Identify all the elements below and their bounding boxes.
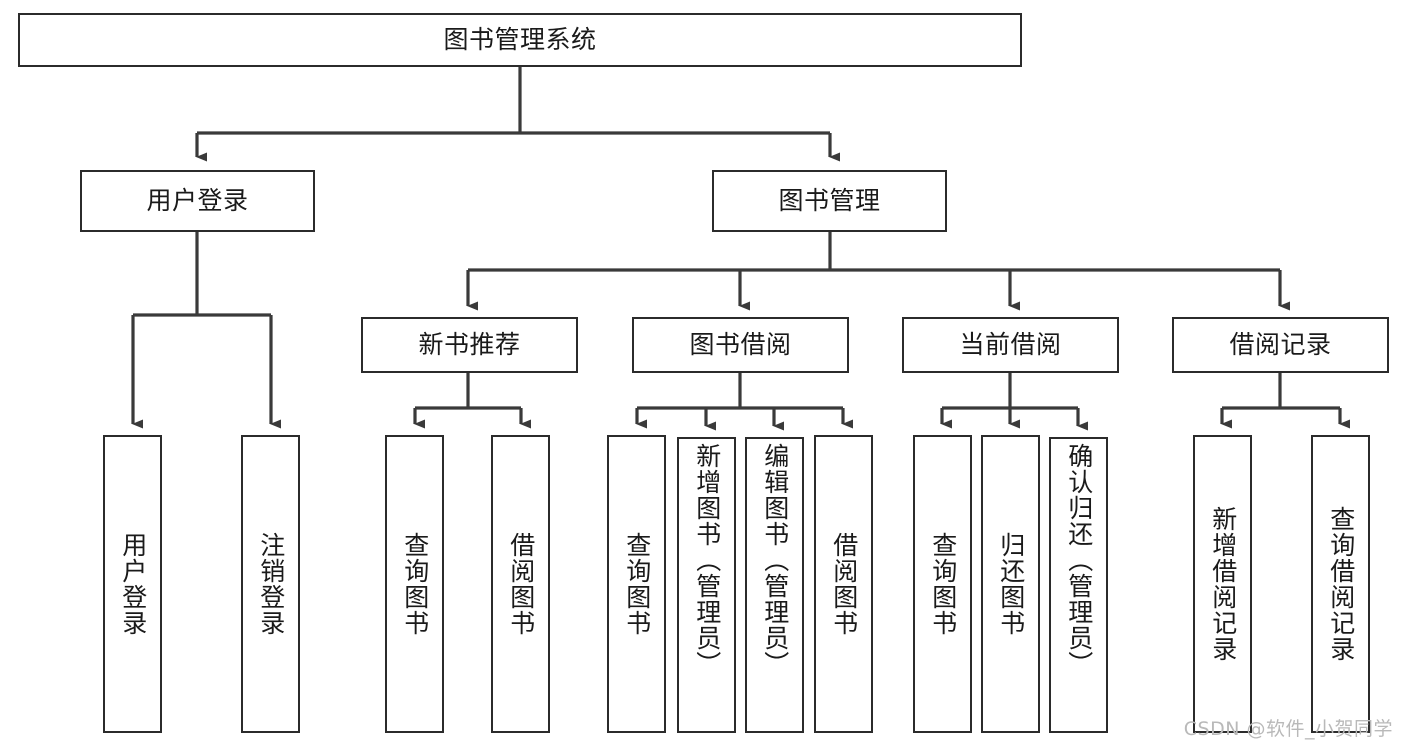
leaf-new-book-borrow-book[interactable]: 借阅图书 [491,435,550,733]
node-label: 图书管理系统 [443,25,597,55]
node-root-book-management-system[interactable]: 图书管理系统 [18,13,1022,67]
node-label: 注销登录 [256,532,286,636]
node-label: 确认归还（管理员） [1064,443,1094,677]
node-label: 编辑图书（管理员） [760,443,790,677]
leaf-book-borrow-add-book-admin[interactable]: 新增图书（管理员） [677,437,736,733]
node-label: 借阅图书 [829,532,859,636]
node-label: 归还图书 [996,532,1026,636]
leaf-book-borrow-query-book[interactable]: 查询图书 [607,435,666,733]
leaf-user-login-logout[interactable]: 注销登录 [241,435,300,733]
node-label: 新书推荐 [418,330,521,360]
leaf-book-borrow-borrow-book[interactable]: 借阅图书 [814,435,873,733]
node-label: 图书管理 [778,186,881,216]
node-label: 借阅图书 [506,532,536,636]
leaf-current-borrow-return-book[interactable]: 归还图书 [981,435,1040,733]
node-label: 查询图书 [928,532,958,636]
leaf-borrow-record-query-record[interactable]: 查询借阅记录 [1311,435,1370,733]
leaf-current-borrow-confirm-return-admin[interactable]: 确认归还（管理员） [1049,437,1108,733]
node-current-borrow[interactable]: 当前借阅 [902,317,1119,373]
node-label: 用户登录 [118,532,148,636]
node-label: 借阅记录 [1229,330,1332,360]
node-label: 用户登录 [146,186,249,216]
leaf-new-book-query-book[interactable]: 查询图书 [385,435,444,733]
node-new-book-recommend[interactable]: 新书推荐 [361,317,578,373]
node-label: 查询图书 [622,532,652,636]
leaf-borrow-record-add-record[interactable]: 新增借阅记录 [1193,435,1252,733]
node-label: 新增图书（管理员） [692,443,722,677]
node-label: 查询借阅记录 [1326,506,1356,662]
leaf-user-login-login[interactable]: 用户登录 [103,435,162,733]
node-user-login[interactable]: 用户登录 [80,170,315,232]
node-label: 新增借阅记录 [1208,506,1238,662]
leaf-book-borrow-edit-book-admin[interactable]: 编辑图书（管理员） [745,437,804,733]
node-book-management[interactable]: 图书管理 [712,170,947,232]
csdn-watermark: CSDN @软件_小贺同学 [1183,718,1393,740]
node-book-borrow[interactable]: 图书借阅 [632,317,849,373]
node-label: 图书借阅 [689,330,792,360]
node-borrow-record[interactable]: 借阅记录 [1172,317,1389,373]
node-label: 当前借阅 [959,330,1062,360]
node-label: 查询图书 [400,532,430,636]
leaf-current-borrow-query-book[interactable]: 查询图书 [913,435,972,733]
